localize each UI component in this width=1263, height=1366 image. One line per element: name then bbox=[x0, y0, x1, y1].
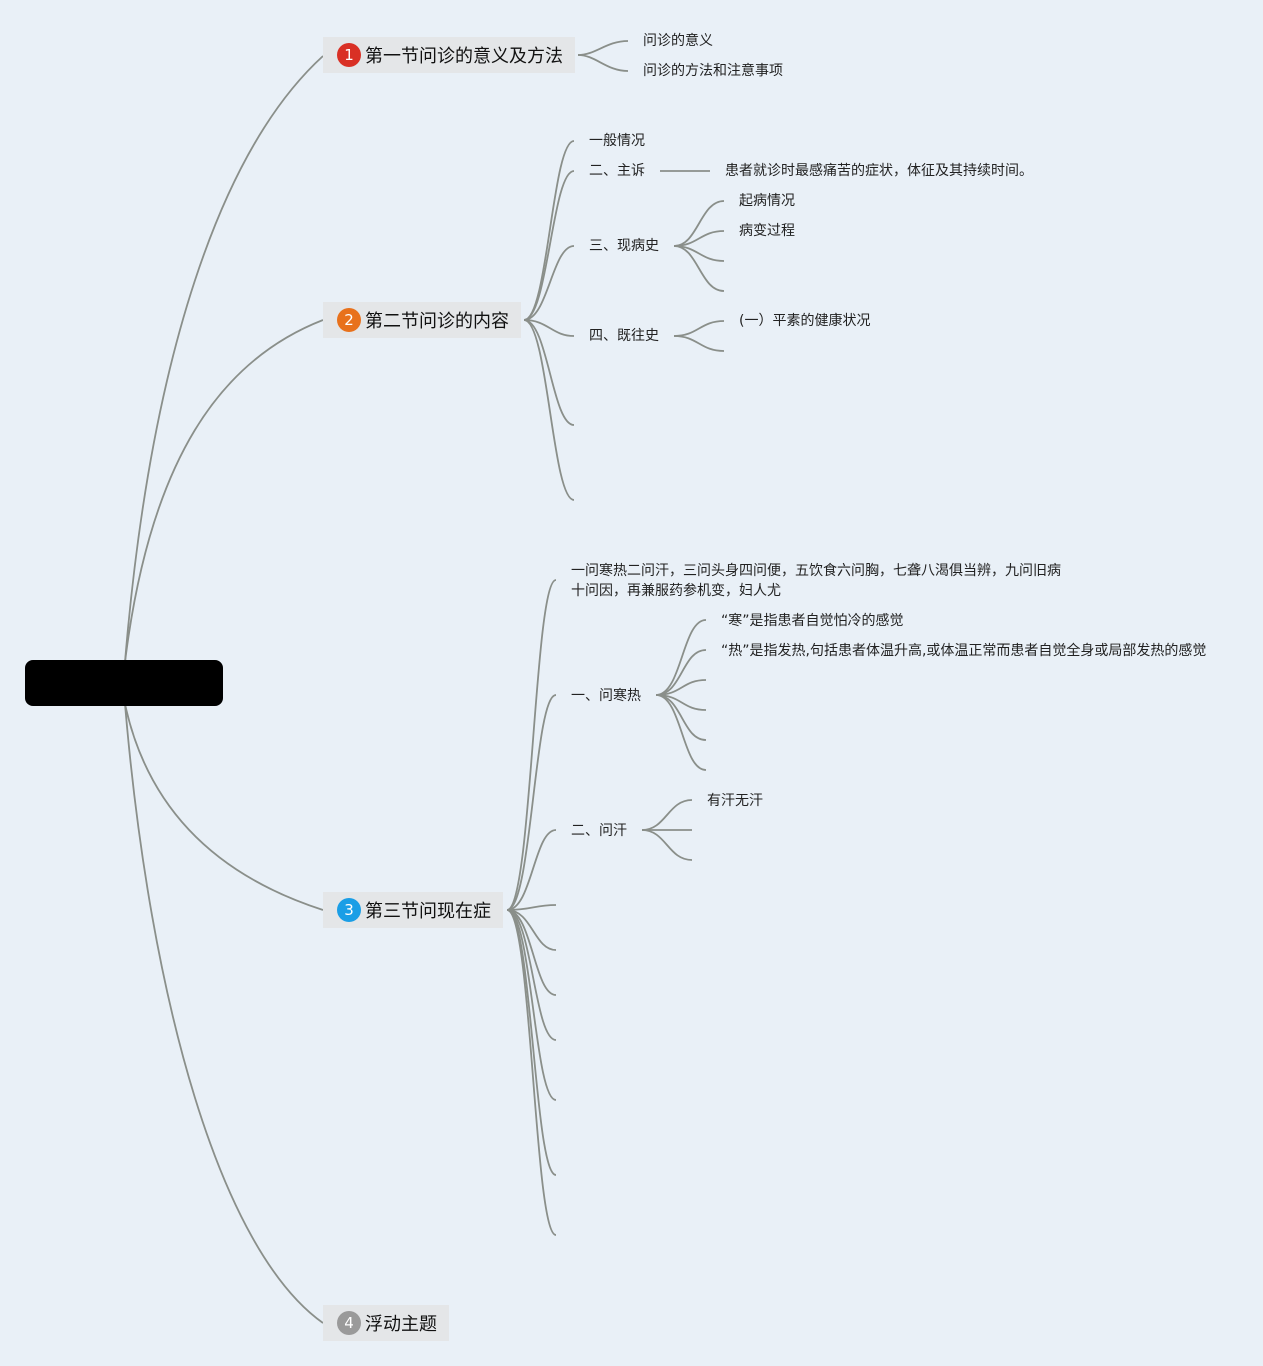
connector-cold-def bbox=[655, 619, 707, 696]
subtopic-course[interactable]: 病变过程 bbox=[739, 223, 795, 239]
topic-2[interactable]: 2 第二节问诊的内容 bbox=[323, 302, 521, 338]
topic-4[interactable]: 4 浮动主题 bbox=[323, 1305, 449, 1341]
subtopic-present[interactable]: 三、现病史 bbox=[589, 238, 659, 254]
connector-t3-empty-7 bbox=[506, 909, 557, 1236]
connector-t2-general bbox=[523, 140, 575, 321]
number-badge-icon: 1 bbox=[337, 43, 361, 67]
connector-t1-method bbox=[577, 54, 629, 72]
subtopic-verse-line-1[interactable]: 一问寒热二问汗，三问头身四问便，五饮食六问胸，七聋八渴俱当辨，九问旧病 bbox=[571, 563, 1061, 579]
topic-1[interactable]: 1 第一节问诊的意义及方法 bbox=[323, 37, 575, 73]
connector-t3-sweat bbox=[506, 829, 557, 911]
connector-t2-empty-1 bbox=[523, 319, 575, 426]
connector-cold-empty-4 bbox=[655, 694, 707, 771]
subtopic-meaning[interactable]: 问诊的意义 bbox=[643, 33, 713, 49]
connector-t3-empty-5 bbox=[506, 909, 557, 1101]
number-badge-icon: 4 bbox=[337, 1311, 361, 1335]
subtopic-general[interactable]: 一般情况 bbox=[589, 133, 645, 149]
topic-label: 浮动主题 bbox=[365, 1314, 437, 1335]
connector-root-topic-4 bbox=[124, 703, 324, 1324]
connector-present-empty-2 bbox=[673, 245, 725, 292]
connector-root-topic-1 bbox=[124, 55, 324, 663]
subtopic-onset[interactable]: 起病情况 bbox=[739, 193, 795, 209]
subtopic-sweat-yes-no[interactable]: 有汗无汗 bbox=[707, 793, 763, 809]
connector-t1-meaning bbox=[577, 40, 629, 56]
subtopic-heat-def[interactable]: “热”是指发热,句括患者体温升高,或体温正常而患者自觉全身或局部发热的感觉 bbox=[721, 643, 1207, 659]
subtopic-complaint-def[interactable]: 患者就诊时最感痛苦的症状，体征及其持续时间。 bbox=[725, 163, 1033, 179]
connector-root-topic-2 bbox=[124, 319, 324, 663]
subtopic-health[interactable]: (一）平素的健康状况 bbox=[739, 313, 871, 329]
subtopic-past[interactable]: 四、既往史 bbox=[589, 328, 659, 344]
connector-past-health bbox=[673, 320, 725, 337]
connector-t2-complaint bbox=[523, 170, 575, 321]
subtopic-cold-heat[interactable]: 一、问寒热 bbox=[571, 688, 641, 704]
connector-t3-cold-heat bbox=[506, 694, 557, 911]
connector-t3-empty-4 bbox=[506, 909, 557, 1041]
number-badge-icon: 3 bbox=[337, 898, 361, 922]
connector-root-topic-3 bbox=[124, 703, 324, 911]
topic-label: 第三节问现在症 bbox=[365, 901, 491, 922]
root-topic-redacted[interactable] bbox=[25, 660, 223, 706]
connector-t3-verse bbox=[506, 579, 557, 911]
topic-label: 第二节问诊的内容 bbox=[365, 311, 509, 332]
topic-3[interactable]: 3 第三节问现在症 bbox=[323, 892, 503, 928]
connector-sweat-yes-no bbox=[641, 799, 693, 831]
connector-t2-past bbox=[523, 319, 575, 337]
number-badge-icon: 2 bbox=[337, 308, 361, 332]
subtopic-method[interactable]: 问诊的方法和注意事项 bbox=[643, 63, 783, 79]
connector-sweat-empty-2 bbox=[641, 829, 693, 861]
subtopic-cold-def[interactable]: “寒”是指患者自觉怕冷的感觉 bbox=[721, 613, 904, 629]
subtopic-verse-line-2[interactable]: 十问因，再兼服药参机变，妇人尤 bbox=[571, 583, 781, 599]
subtopic-complaint[interactable]: 二、主诉 bbox=[589, 163, 645, 179]
connector-t3-empty-2 bbox=[506, 909, 557, 951]
subtopic-sweat[interactable]: 二、问汗 bbox=[571, 823, 627, 839]
connector-t2-present bbox=[523, 245, 575, 321]
topic-label: 第一节问诊的意义及方法 bbox=[365, 46, 563, 67]
connector-t2-empty-2 bbox=[523, 319, 575, 501]
connector-past-empty bbox=[673, 335, 725, 352]
